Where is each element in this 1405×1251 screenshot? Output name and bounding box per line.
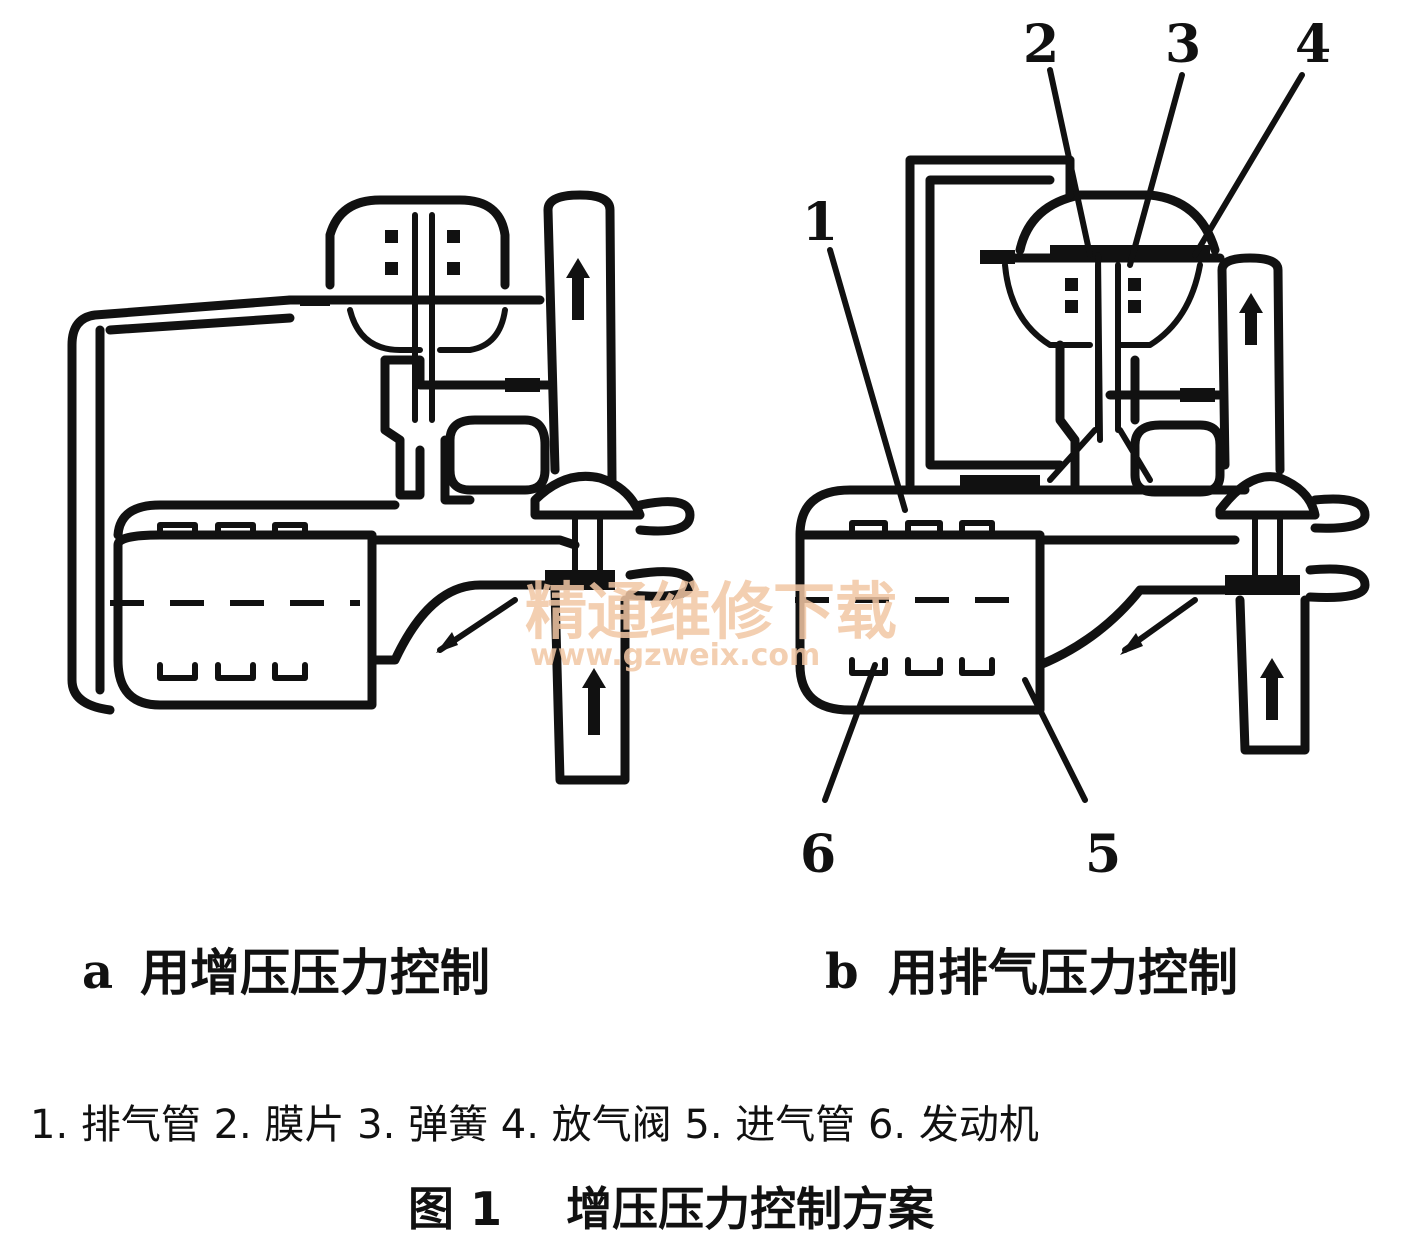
caption-b-text: 用排气压力控制 xyxy=(888,944,1238,1002)
caption-b-letter: b xyxy=(825,944,859,1000)
watermark-title: 精通维修下载 xyxy=(525,575,897,648)
callout-2: 2 xyxy=(1023,14,1059,75)
callout-1: 1 xyxy=(802,192,838,253)
diagram-a xyxy=(67,190,695,785)
parts-legend: 1. 排气管 2. 膜片 3. 弹簧 4. 放气阀 5. 进气管 6. 发动机 xyxy=(30,1102,1039,1148)
watermark: 精通维修下载 www.gzweix.com xyxy=(525,575,897,673)
figure-title: 图 1 增压压力控制方案 xyxy=(408,1182,935,1236)
watermark-url: www.gzweix.com xyxy=(530,638,820,673)
callout-4: 4 xyxy=(1295,14,1331,75)
engine-b xyxy=(795,485,1250,715)
caption-a-text: 用增压压力控制 xyxy=(140,944,490,1002)
caption-a: a 用增压压力控制 xyxy=(82,944,490,1002)
caption-a-letter: a xyxy=(82,944,113,1000)
diagram-b: 1 2 3 4 5 6 xyxy=(795,14,1370,885)
callout-5: 5 xyxy=(1085,824,1121,885)
callout-6: 6 xyxy=(800,824,836,885)
engine-a xyxy=(110,500,400,710)
callout-3: 3 xyxy=(1165,14,1201,75)
caption-b: b 用排气压力控制 xyxy=(825,944,1238,1002)
